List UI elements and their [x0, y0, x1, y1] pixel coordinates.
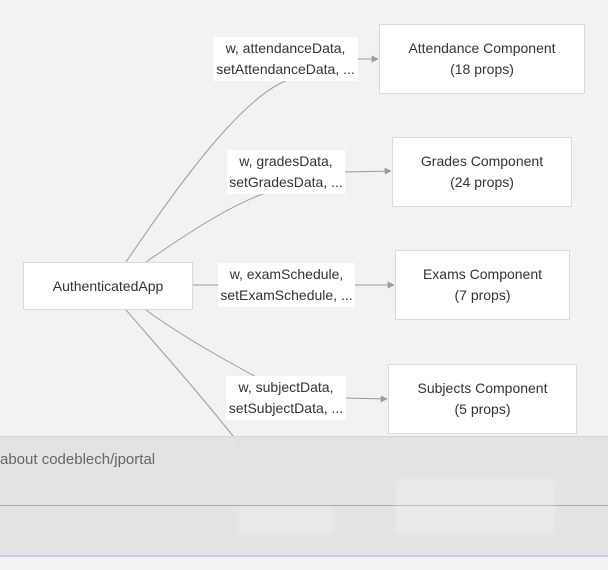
node-grades-props: (24 props)	[450, 174, 514, 190]
node-subjects-title: Subjects Component	[417, 380, 548, 396]
edge-label-exams-line1: w, examSchedule,	[229, 266, 344, 282]
edge-arrow-subjects	[344, 395, 388, 403]
node-subjects-component[interactable]: Subjects Component (5 props)	[388, 364, 577, 434]
edge-label-subjects: w, subjectData, setSubjectData, ...	[226, 376, 346, 420]
edge-label-exams: w, examSchedule, setExamSchedule, ...	[218, 263, 355, 307]
edge-label-attendance: w, attendanceData, setAttendanceData, ..…	[213, 37, 358, 81]
node-exams-component[interactable]: Exams Component (7 props)	[395, 250, 570, 320]
node-attendance-component[interactable]: Attendance Component (18 props)	[379, 24, 585, 94]
overlay-blurred-block-right	[395, 479, 555, 535]
node-authenticated-app[interactable]: AuthenticatedApp	[23, 262, 193, 310]
edge-label-subjects-line1: w, subjectData,	[238, 379, 334, 395]
node-exams-props: (7 props)	[454, 287, 511, 303]
node-subjects-props: (5 props)	[454, 401, 511, 417]
node-attendance-props: (18 props)	[450, 61, 514, 77]
node-grades-title: Grades Component	[420, 153, 544, 169]
node-grades-component[interactable]: Grades Component (24 props)	[392, 137, 572, 207]
about-overlay-panel: about codeblech/jportal	[0, 436, 608, 557]
edge-label-attendance-line2: setAttendanceData, ...	[216, 61, 355, 77]
edge-arrow-grades	[343, 167, 392, 175]
edge-label-attendance-line1: w, attendanceData,	[225, 40, 346, 56]
about-repo-text: about codeblech/jportal	[0, 451, 156, 468]
edge-to-attendance	[125, 77, 295, 263]
node-authenticated-app-label: AuthenticatedApp	[52, 277, 164, 294]
edge-label-subjects-line2: setSubjectData, ...	[228, 400, 344, 416]
node-attendance-title: Attendance Component	[408, 40, 556, 56]
overlay-divider	[0, 505, 608, 506]
edge-to-grades	[145, 191, 269, 263]
edge-to-hidden	[125, 309, 241, 446]
edge-to-subjects	[145, 309, 259, 379]
edge-label-exams-line2: setExamSchedule, ...	[220, 287, 353, 303]
edge-label-grades-line1: w, gradesData,	[239, 153, 333, 169]
overlay-blurred-block-left	[238, 507, 334, 535]
edge-label-grades: w, gradesData, setGradesData, ...	[227, 150, 345, 194]
edge-label-grades-line2: setGradesData, ...	[229, 174, 343, 190]
node-exams-title: Exams Component	[422, 266, 543, 282]
